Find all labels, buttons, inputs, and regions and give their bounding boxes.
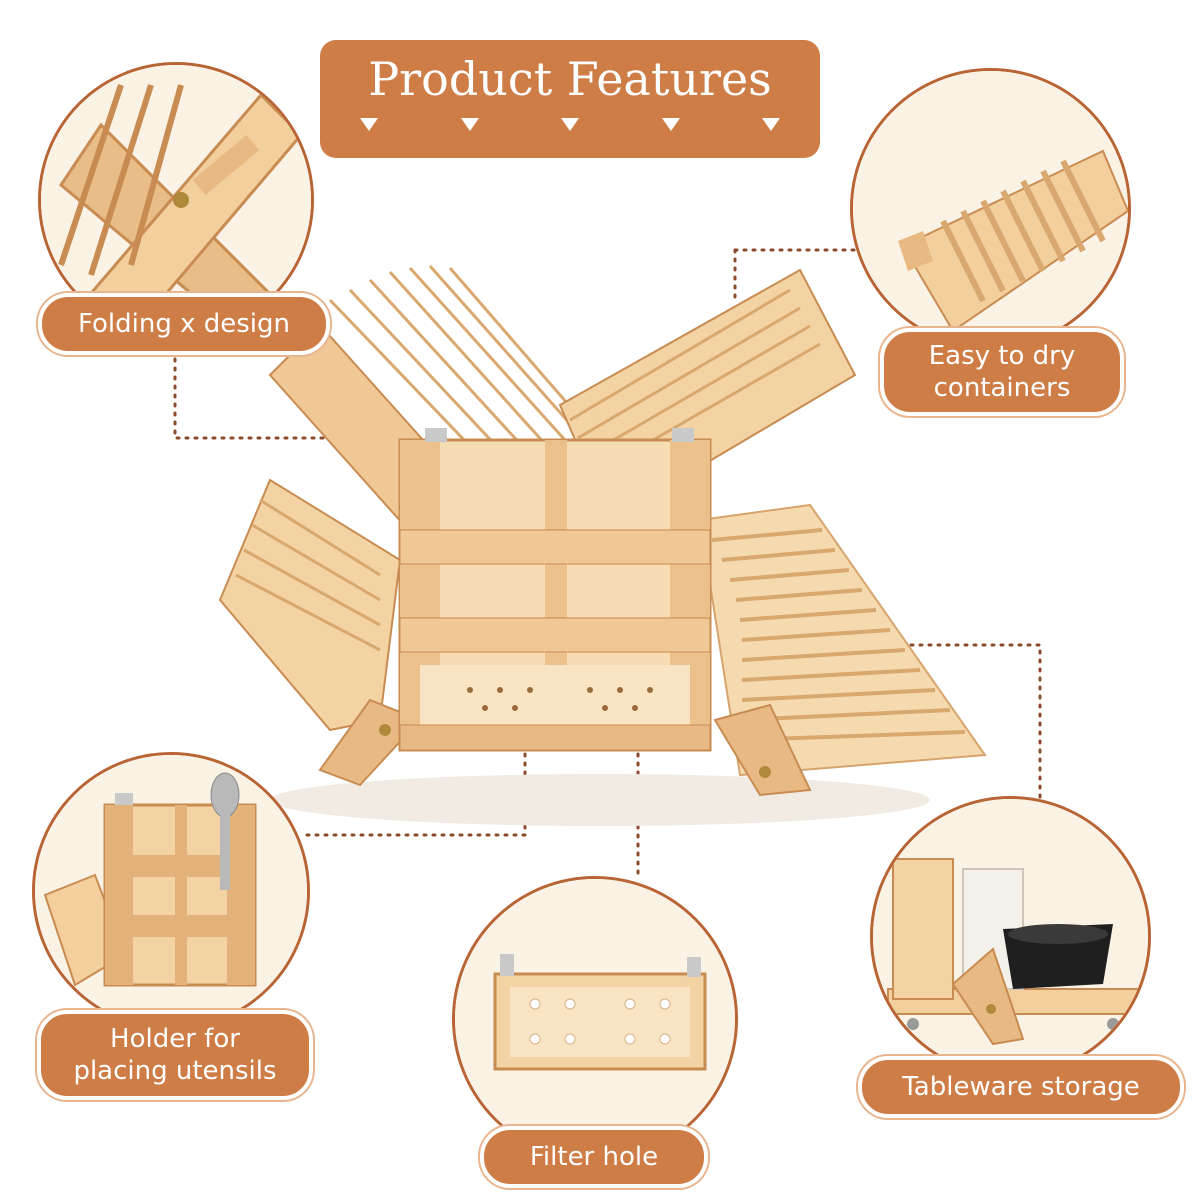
banner-arrows bbox=[360, 118, 780, 131]
easy-to-dry-label: Easy to dry containers bbox=[880, 328, 1124, 416]
utensil-holder-closeup-image bbox=[32, 752, 310, 1030]
folding-x-closeup-image bbox=[38, 62, 314, 338]
down-arrow-icon bbox=[661, 118, 680, 131]
tableware-storage-closeup-drawing bbox=[873, 799, 1148, 1074]
easy-to-dry-closeup-drawing bbox=[853, 71, 1128, 346]
utensil-holder-label: Holder for placing utensils bbox=[37, 1010, 313, 1100]
utensil-holder-closeup-drawing bbox=[35, 755, 307, 1027]
folding-x-design-label: Folding x design bbox=[38, 293, 330, 355]
easy-to-dry-line1: Easy to dry bbox=[928, 341, 1076, 371]
filter-hole-closeup-drawing bbox=[455, 879, 735, 1159]
tableware-storage-label: Tableware storage bbox=[858, 1056, 1184, 1118]
folding-x-design-text: Folding x design bbox=[77, 309, 291, 339]
down-arrow-icon bbox=[460, 118, 479, 131]
down-arrow-icon bbox=[762, 118, 780, 131]
product-features-banner: Product Features bbox=[320, 40, 820, 158]
tableware-storage-text: Tableware storage bbox=[902, 1072, 1140, 1102]
filter-hole-text: Filter hole bbox=[529, 1142, 659, 1172]
filter-hole-closeup-image bbox=[452, 876, 738, 1162]
utensil-holder-line1: Holder for bbox=[110, 1024, 240, 1054]
down-arrow-icon bbox=[360, 118, 378, 131]
easy-to-dry-line2: containers bbox=[933, 373, 1071, 403]
utensil-holder-line2: placing utensils bbox=[73, 1056, 277, 1086]
tableware-storage-closeup-image bbox=[870, 796, 1151, 1077]
folding-x-closeup-drawing bbox=[41, 65, 311, 335]
banner-title: Product Features bbox=[368, 52, 772, 106]
easy-to-dry-closeup-image bbox=[850, 68, 1131, 349]
down-arrow-icon bbox=[561, 118, 579, 131]
filter-hole-label: Filter hole bbox=[480, 1126, 708, 1188]
